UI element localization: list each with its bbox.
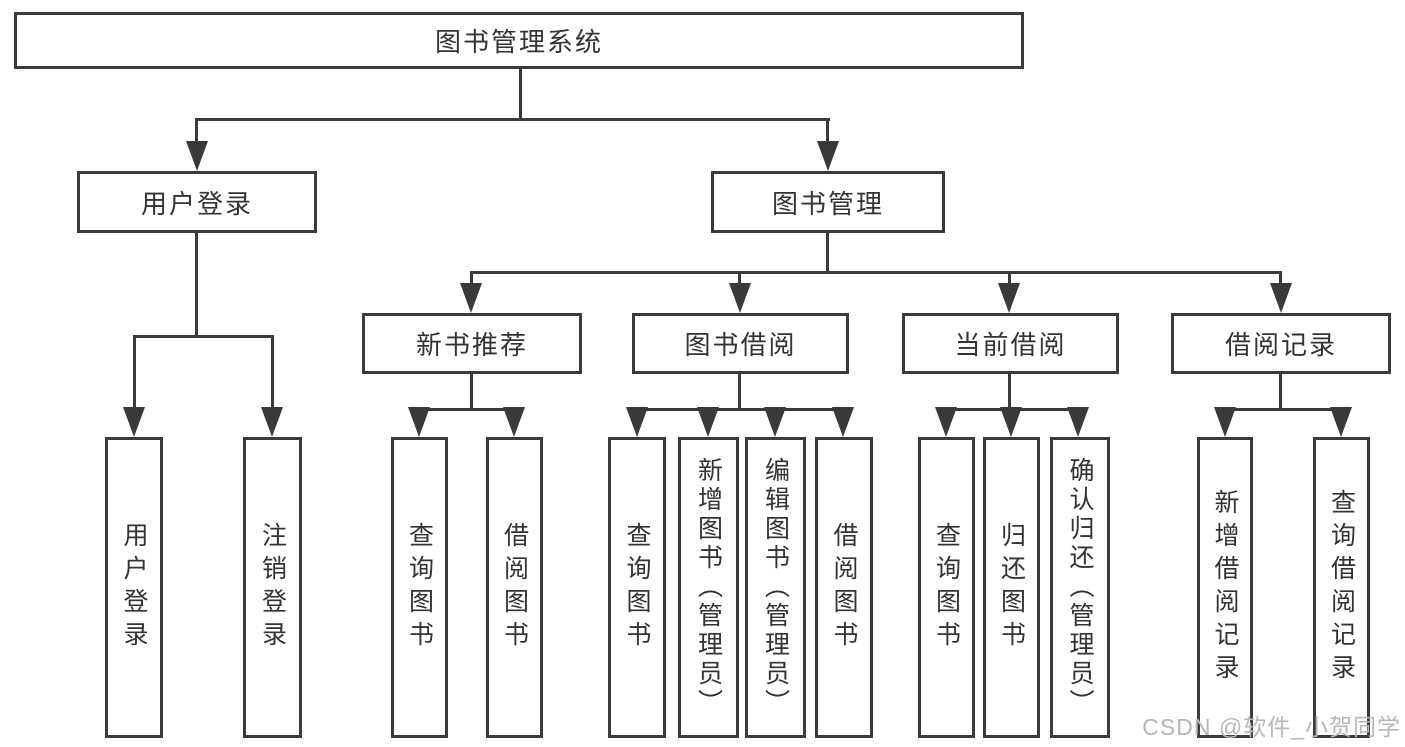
node-book-management: 图书管理 <box>711 171 945 233</box>
leaf-return-books: 归还图书 <box>983 437 1040 738</box>
arrow-down-icon <box>832 407 854 437</box>
arrow-down-icon <box>503 407 525 437</box>
connector-new-book-recommend-stub <box>470 374 473 410</box>
connector-book-borrow-stub <box>738 374 741 410</box>
connector-level3-rail <box>470 271 1282 274</box>
leaf-query-books-current: 查询图书 <box>918 437 975 738</box>
node-current-borrow: 当前借阅 <box>902 313 1119 374</box>
connector-drop-borrow-records <box>1279 271 1282 287</box>
leaf-query-borrow-record: 查询借阅记录 <box>1313 437 1370 738</box>
connector-root-stub <box>519 68 522 121</box>
connector-current-borrow-stub <box>1008 374 1011 410</box>
leaf-user-login: 用户登录 <box>105 437 163 738</box>
connector-new-book-recommend-rail <box>418 408 517 411</box>
arrow-down-icon <box>1067 407 1089 437</box>
watermark: CSDN @软件_小贺同学 <box>1142 714 1401 740</box>
arrow-down-icon <box>1214 407 1236 437</box>
node-borrow-records: 借阅记录 <box>1171 313 1391 374</box>
arrow-down-icon <box>1270 283 1292 313</box>
leaf-borrow-books-recommend: 借阅图书 <box>486 437 543 738</box>
connector-drop-new-book-recommend <box>470 271 473 287</box>
node-book-borrow: 图书借阅 <box>632 313 849 374</box>
arrow-down-icon <box>123 407 145 437</box>
connector-drop-leaf-logout <box>271 335 274 413</box>
connector-drop-book-management <box>826 118 829 146</box>
leaf-add-book-admin: 新增图书（管理员） <box>678 437 739 738</box>
arrow-down-icon <box>817 141 839 171</box>
connector-user-login-rail <box>133 335 274 338</box>
arrow-down-icon <box>1000 407 1022 437</box>
connector-user-login-stub <box>195 233 198 337</box>
arrow-down-icon <box>697 407 719 437</box>
arrow-down-icon <box>460 283 482 313</box>
arrow-down-icon <box>764 407 786 437</box>
leaf-add-borrow-record: 新增借阅记录 <box>1197 437 1253 738</box>
arrow-down-icon <box>261 407 283 437</box>
connector-drop-book-borrow <box>738 271 741 287</box>
arrow-down-icon <box>935 407 957 437</box>
arrow-down-icon <box>998 283 1020 313</box>
connector-book-borrow-rail <box>635 408 845 411</box>
leaf-logout: 注销登录 <box>243 437 302 738</box>
leaf-edit-book-admin: 编辑图书（管理员） <box>745 437 806 738</box>
arrow-down-icon <box>729 283 751 313</box>
arrow-down-icon <box>1330 407 1352 437</box>
connector-book-management-stub <box>826 233 829 273</box>
arrow-down-icon <box>626 407 648 437</box>
connector-borrow-records-rail <box>1223 408 1343 411</box>
arrow-down-icon <box>408 407 430 437</box>
node-new-book-recommend: 新书推荐 <box>362 313 582 374</box>
connector-drop-leaf-user-login <box>133 335 136 413</box>
connector-level2-rail <box>195 118 830 121</box>
connector-drop-user-login <box>195 118 198 146</box>
leaf-query-books-recommend: 查询图书 <box>391 437 448 738</box>
node-root: 图书管理系统 <box>14 12 1024 69</box>
arrow-down-icon <box>186 141 208 171</box>
leaf-query-books-borrow: 查询图书 <box>608 437 666 738</box>
leaf-borrow-books: 借阅图书 <box>815 437 873 738</box>
leaf-confirm-return-admin: 确认归还（管理员） <box>1050 437 1110 738</box>
connector-borrow-records-stub <box>1279 374 1282 410</box>
node-user-login: 用户登录 <box>77 171 317 233</box>
connector-drop-current-borrow <box>1008 271 1011 287</box>
